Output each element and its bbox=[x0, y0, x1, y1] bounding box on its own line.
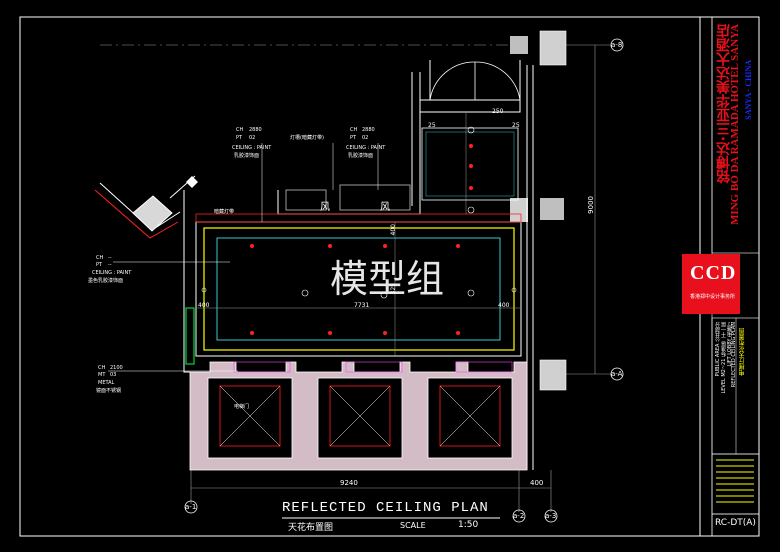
column-mid-right-2 bbox=[540, 198, 564, 220]
dim-mid-small: 325 bbox=[390, 283, 397, 295]
hotel-name-en: MING BO DA RAMADA HOTEL SANYA bbox=[729, 24, 741, 225]
info-line-4: REFLECTED CEILING PLAN bbox=[731, 322, 737, 388]
grid-bubble-a3: a-3 bbox=[545, 512, 557, 520]
label-25a: 25 bbox=[428, 122, 436, 129]
leader-lines bbox=[108, 143, 379, 372]
grid-bubble-a2-circle[interactable] bbox=[512, 509, 526, 523]
note3-line2: 墨色乳胶漆饰面 bbox=[88, 278, 124, 284]
plan-title-cn: 天花布置图 bbox=[288, 523, 334, 533]
hotel-location: SANYA · CHINA bbox=[744, 60, 753, 120]
note4-mt-key: MT bbox=[98, 372, 106, 378]
note2-ch-key: CH bbox=[350, 127, 358, 133]
firm-logo-sub: 香港郑中设计事务所 bbox=[690, 294, 736, 300]
note-elevator-tag: 电梯门 bbox=[234, 404, 250, 410]
wind-label-1: 风 bbox=[320, 202, 330, 213]
downlights-red bbox=[250, 144, 473, 335]
grid-bubble-a1: a-1 bbox=[185, 503, 197, 511]
note2-pt-key: PT bbox=[350, 135, 357, 141]
note4-ch-key: CH bbox=[98, 365, 106, 371]
note4-line1: METAL bbox=[98, 380, 115, 386]
note1-ch-val: 2880 bbox=[249, 127, 262, 133]
note4-ch-val: 2100 bbox=[110, 365, 123, 371]
note1-pt-key: PT bbox=[236, 135, 243, 141]
dim-top-small: 400 bbox=[390, 224, 397, 236]
note1-pt-val: 02 bbox=[249, 135, 256, 141]
drawing-number: RC-DT(A) bbox=[715, 518, 756, 528]
room-upper-right-inner bbox=[425, 131, 515, 197]
ceiling-dims bbox=[196, 112, 521, 356]
drawing-title-cn: 电梯厅天花布置图 bbox=[739, 328, 746, 376]
note-side-tag: 暗藏灯带 bbox=[214, 209, 235, 215]
titleblock-hotel-box bbox=[711, 16, 760, 254]
note4-mt-val: 03 bbox=[110, 372, 117, 378]
note2-ch-val: 2880 bbox=[362, 127, 375, 133]
ceiling-fixtures bbox=[201, 126, 517, 299]
ceiling-inner bbox=[216, 237, 501, 341]
scale-label: SCALE bbox=[400, 521, 426, 530]
column-bottom-right bbox=[539, 359, 567, 391]
dim-left-small: 400 bbox=[198, 302, 210, 309]
note-top-tag: 灯槽(暗藏灯带) bbox=[290, 135, 324, 141]
wind-label-2: 风 bbox=[380, 202, 390, 213]
dim-height: 9000 bbox=[587, 196, 595, 214]
ceiling-top-band bbox=[195, 213, 522, 223]
watermark-text: 模型组 bbox=[330, 257, 445, 301]
grid-bubble-aA-circle[interactable] bbox=[610, 367, 624, 381]
note2-line2: 乳胶漆饰面 bbox=[348, 153, 374, 159]
grid-bubble-aA: a-A bbox=[611, 370, 623, 378]
ceiling-light-cove bbox=[203, 227, 515, 351]
door-swing bbox=[429, 61, 521, 101]
scale-value: 1:50 bbox=[458, 520, 479, 530]
note3-line1: CEILING : PAINT bbox=[92, 270, 132, 276]
grid-bubble-a2: a-2 bbox=[513, 512, 525, 520]
angled-wall bbox=[94, 175, 198, 239]
note1-line1: CEILING : PAINT bbox=[232, 145, 272, 151]
note3-ch-val: -- bbox=[108, 255, 112, 261]
grid-bubble-a8-circle[interactable] bbox=[610, 38, 624, 52]
grid-bubble-a3-circle[interactable] bbox=[544, 509, 558, 523]
note2-line1: CEILING : PAINT bbox=[346, 145, 386, 151]
note1-line2: 乳胶漆饰面 bbox=[234, 153, 260, 159]
note4-line2: 镜面不锈钢 bbox=[96, 388, 122, 394]
green-wall bbox=[185, 307, 195, 365]
titleblock-logo-box bbox=[682, 254, 740, 314]
note3-ch-key: CH bbox=[96, 255, 104, 261]
elevator-bank bbox=[189, 361, 528, 471]
room-upper-right bbox=[421, 127, 519, 201]
note1-ch-key: CH bbox=[236, 127, 244, 133]
note3-pt-val: -- bbox=[108, 262, 112, 268]
dim-inner-width: 7731 bbox=[354, 302, 370, 309]
column-mid-right bbox=[510, 198, 528, 222]
dim-right-small: 400 bbox=[498, 302, 510, 309]
plan-title: REFLECTED CEILING PLAN bbox=[282, 500, 489, 516]
grid-bubble-a1-circle[interactable] bbox=[184, 500, 198, 514]
column-top-left bbox=[510, 36, 528, 54]
dim-total-width: 9240 bbox=[340, 479, 358, 487]
titleblock-stamp-lines bbox=[716, 459, 754, 503]
column-top-right bbox=[539, 30, 567, 66]
grid-bubble-a8: a-8 bbox=[611, 41, 623, 49]
label-250: 250 bbox=[492, 108, 504, 115]
titleblock-number-box bbox=[711, 513, 760, 537]
note3-pt-key: PT bbox=[96, 262, 103, 268]
sheet-frame bbox=[19, 16, 760, 537]
label-25b: 25 bbox=[512, 122, 520, 129]
note2-pt-val: 02 bbox=[362, 135, 369, 141]
dim-right: 400 bbox=[530, 479, 544, 487]
firm-logo: CCD bbox=[690, 262, 737, 284]
